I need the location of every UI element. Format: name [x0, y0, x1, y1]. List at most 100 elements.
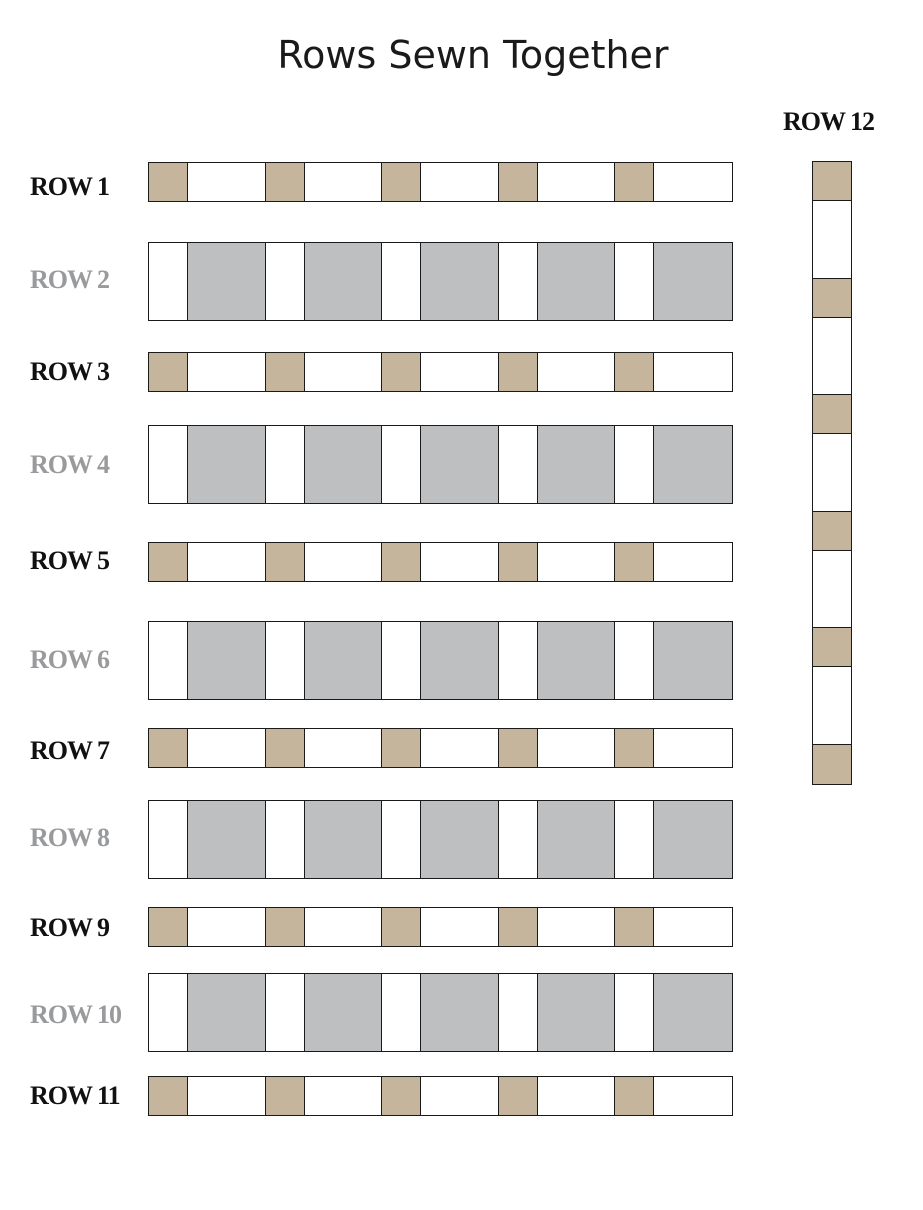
white-patch: [421, 1077, 499, 1115]
white-patch: [149, 243, 188, 320]
white-patch: [304, 1077, 383, 1115]
tan-patch: [265, 1077, 305, 1115]
tan-patch: [615, 163, 655, 201]
white-patch: [188, 729, 266, 767]
gray-patch: [304, 974, 383, 1051]
gray-patch: [304, 426, 383, 503]
white-patch: [421, 163, 499, 201]
gray-patch: [421, 622, 499, 699]
tan-patch: [382, 1077, 422, 1115]
white-patch: [537, 908, 616, 946]
white-patch: [654, 163, 732, 201]
white-patch: [813, 667, 851, 745]
white-patch: [537, 729, 616, 767]
row-label: ROW 5: [30, 546, 110, 575]
gray-patch: [654, 622, 732, 699]
white-patch: [149, 974, 188, 1051]
white-patch: [654, 908, 732, 946]
row-label: ROW 9: [30, 913, 110, 942]
gray-patch: [304, 622, 383, 699]
white-patch: [188, 1077, 266, 1115]
white-patch: [537, 163, 616, 201]
white-patch: [188, 353, 266, 391]
row-12-label: ROW 12: [783, 107, 875, 136]
tan-patch: [813, 628, 851, 668]
tan-patch: [265, 163, 305, 201]
white-patch: [615, 243, 655, 320]
tan-patch: [813, 744, 851, 784]
quilt-row-strip: [148, 352, 733, 392]
tan-patch: [615, 729, 655, 767]
tan-patch: [498, 543, 538, 581]
white-patch: [654, 353, 732, 391]
row-label: ROW 3: [30, 357, 110, 386]
white-patch: [421, 353, 499, 391]
white-patch: [188, 163, 266, 201]
white-patch: [382, 426, 422, 503]
white-patch: [265, 974, 305, 1051]
white-patch: [382, 974, 422, 1051]
quilt-row-strip: [148, 728, 733, 768]
white-patch: [265, 801, 305, 878]
gray-patch: [537, 426, 616, 503]
white-patch: [615, 801, 655, 878]
gray-patch: [304, 801, 383, 878]
tan-patch: [615, 908, 655, 946]
white-patch: [498, 426, 538, 503]
white-patch: [265, 243, 305, 320]
tan-patch: [498, 908, 538, 946]
white-patch: [615, 426, 655, 503]
diagram-title: Rows Sewn Together: [277, 33, 669, 77]
tan-patch: [149, 908, 188, 946]
white-patch: [813, 201, 851, 279]
white-patch: [188, 908, 266, 946]
row-label: ROW 11: [30, 1081, 121, 1110]
row-label: ROW 7: [30, 736, 110, 765]
tan-patch: [813, 511, 851, 551]
white-patch: [304, 543, 383, 581]
row-label: ROW 6: [30, 645, 110, 674]
white-patch: [813, 434, 851, 512]
gray-patch: [421, 426, 499, 503]
quilt-row-strip: [148, 973, 733, 1052]
white-patch: [265, 622, 305, 699]
tan-patch: [382, 353, 422, 391]
white-patch: [149, 426, 188, 503]
tan-patch: [813, 162, 851, 201]
gray-patch: [537, 974, 616, 1051]
quilt-row-strip: [148, 1076, 733, 1116]
white-patch: [813, 317, 851, 396]
gray-patch: [421, 243, 499, 320]
white-patch: [382, 801, 422, 878]
quilt-row-strip: [148, 621, 733, 700]
white-patch: [498, 243, 538, 320]
gray-patch: [654, 974, 732, 1051]
tan-patch: [615, 353, 655, 391]
white-patch: [813, 550, 851, 629]
row-label: ROW 4: [30, 450, 110, 479]
tan-patch: [149, 353, 188, 391]
tan-patch: [498, 353, 538, 391]
tan-patch: [382, 908, 422, 946]
tan-patch: [149, 163, 188, 201]
gray-patch: [537, 622, 616, 699]
tan-patch: [813, 395, 851, 435]
tan-patch: [265, 908, 305, 946]
tan-patch: [615, 543, 655, 581]
tan-patch: [382, 543, 422, 581]
tan-patch: [265, 353, 305, 391]
white-patch: [654, 1077, 732, 1115]
gray-patch: [421, 974, 499, 1051]
tan-patch: [382, 163, 422, 201]
quilt-row-strip: [148, 242, 733, 321]
gray-patch: [188, 426, 266, 503]
white-patch: [149, 801, 188, 878]
white-patch: [304, 908, 383, 946]
gray-patch: [188, 243, 266, 320]
gray-patch: [537, 243, 616, 320]
tan-patch: [382, 729, 422, 767]
white-patch: [421, 543, 499, 581]
gray-patch: [654, 426, 732, 503]
row-12-vertical-strip: [812, 161, 852, 785]
white-patch: [498, 801, 538, 878]
